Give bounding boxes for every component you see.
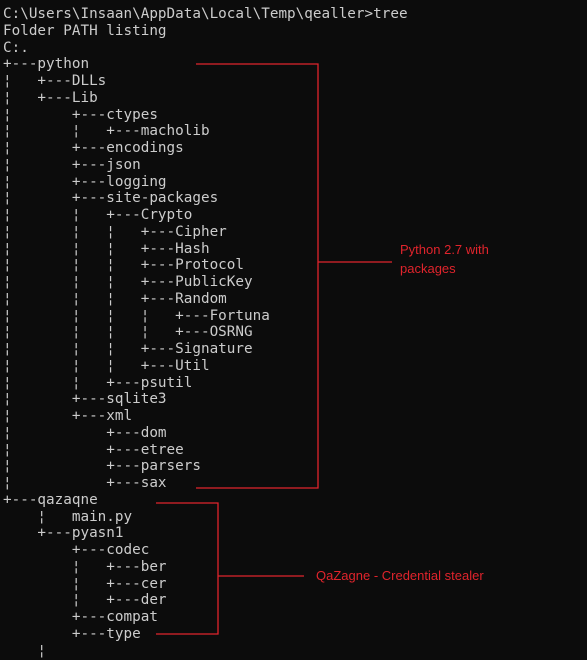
tree-output-line: +---type — [3, 625, 141, 642]
tree-output-line: ¦ ¦ +---Crypto — [3, 207, 193, 223]
tree-output-line: ¦ ¦ +---psutil — [3, 374, 193, 391]
tree-output-line: ¦ +---json — [3, 156, 141, 173]
tree-output-line: ¦ — [3, 642, 47, 659]
tree-output-line: ¦ +---dom — [3, 424, 167, 441]
tree-output-line: ¦ ¦ ¦ +---Cipher — [3, 223, 227, 240]
tree-output-line: ¦ ¦ ¦ +---Protocol — [3, 257, 245, 274]
tree-output-line: +---codec — [3, 542, 150, 558]
tree-output-line: ¦ ¦ ¦ +---Random — [3, 290, 227, 307]
tree-output-line: ¦ ¦ +---macholib — [3, 123, 210, 140]
python-annotation-label: Python 2.7 with packages — [400, 242, 489, 276]
tree-output-line: ¦ +---sax — [3, 475, 167, 491]
qazagne-annotation-label: QaZagne - Credential stealer — [316, 568, 484, 583]
tree-output-line: +---python — [3, 56, 90, 73]
tree-output-line: ¦ ¦ ¦ ¦ +---OSRNG — [3, 324, 253, 341]
tree-output-line: C:. — [3, 39, 29, 56]
tree-output-line: +---compat — [3, 609, 158, 625]
tree-output-line: ¦ +---logging — [3, 173, 167, 190]
tree-output-line: +---qazaqne — [3, 491, 98, 508]
tree-output-line: ¦ +---ber — [3, 558, 167, 575]
tree-output-line: ¦ +---DLLs — [3, 73, 107, 89]
tree-output-line: +---pyasn1 — [3, 525, 124, 542]
tree-output-line: ¦ ¦ ¦ +---Hash — [3, 240, 210, 257]
tree-output-line: ¦ +---sqlite3 — [3, 391, 167, 408]
tree-output-line: ¦ +---site-packages — [3, 190, 219, 207]
tree-output-line: ¦ +---der — [3, 592, 167, 609]
tree-output-line: ¦ +---parsers — [3, 458, 201, 475]
tree-output-line: ¦ +---encodings — [3, 140, 184, 156]
tree-output-line: ¦ main.py — [3, 508, 133, 525]
tree-output-line: ¦ +---xml — [3, 408, 133, 424]
tree-output-line: ¦ +---etree — [3, 441, 184, 458]
tree-output-line: ¦ ¦ ¦ +---Util — [3, 357, 210, 374]
command-prompt-line: C:\Users\Insaan\AppData\Local\Temp\qeall… — [3, 6, 408, 22]
console-output: C:\Users\Insaan\AppData\Local\Temp\qeall… — [3, 6, 408, 659]
tree-output-line: ¦ +---cer — [3, 575, 167, 592]
tree-output-line: ¦ ¦ ¦ ¦ +---Fortuna — [3, 307, 270, 324]
tree-output-line: ¦ +---Lib — [3, 89, 98, 106]
tree-output-line: ¦ ¦ ¦ +---Signature — [3, 341, 253, 357]
tree-output-line: ¦ ¦ ¦ +---PublicKey — [3, 274, 253, 290]
tree-output-line: Folder PATH listing — [3, 22, 167, 39]
tree-output-line: ¦ +---ctypes — [3, 106, 158, 123]
